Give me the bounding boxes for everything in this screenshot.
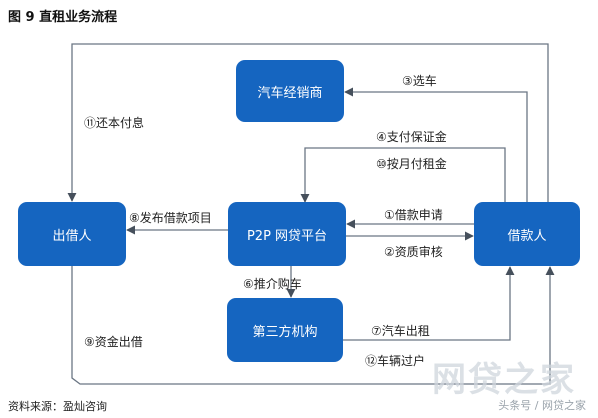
arrow-lease — [343, 266, 515, 341]
label-transfer: ⑫车辆过户 — [365, 354, 426, 368]
node-platform: P2P 网贷平台 — [228, 202, 346, 266]
source-note: 资料来源：盈灿咨询 — [8, 400, 107, 413]
label-lease: ⑦汽车出租 — [371, 324, 430, 338]
label-repay: ⑪还本付息 — [84, 116, 145, 130]
label-monthly-rent: ⑩按月付租金 — [376, 157, 447, 171]
label-apply: ①借款申请 — [384, 208, 443, 222]
watermark: 网贷之家 — [432, 360, 576, 400]
label-publish: ⑧发布借款项目 — [129, 211, 212, 225]
figure-title: 图 9 直租业务流程 — [8, 10, 118, 25]
node-lender: 出借人 — [18, 202, 126, 266]
label-pay-deposit: ④支付保证金 — [376, 130, 447, 144]
node-borrower: 借款人 — [474, 202, 580, 266]
label-review: ②资质审核 — [384, 245, 443, 259]
arrow-funds — [71, 266, 555, 385]
watermark-sub: 头条号 / 网贷之家 — [498, 399, 586, 412]
node-third-party: 第三方机构 — [227, 298, 343, 362]
arrow-pay-deposit — [300, 147, 506, 203]
arrow-select-car — [344, 87, 528, 202]
node-dealer: 汽车经销商 — [236, 60, 344, 122]
label-select-car: ③选车 — [402, 74, 437, 88]
label-recommend: ⑥推介购车 — [243, 277, 302, 291]
arrow-repay — [67, 43, 549, 202]
label-funds: ⑨资金出借 — [84, 335, 143, 349]
